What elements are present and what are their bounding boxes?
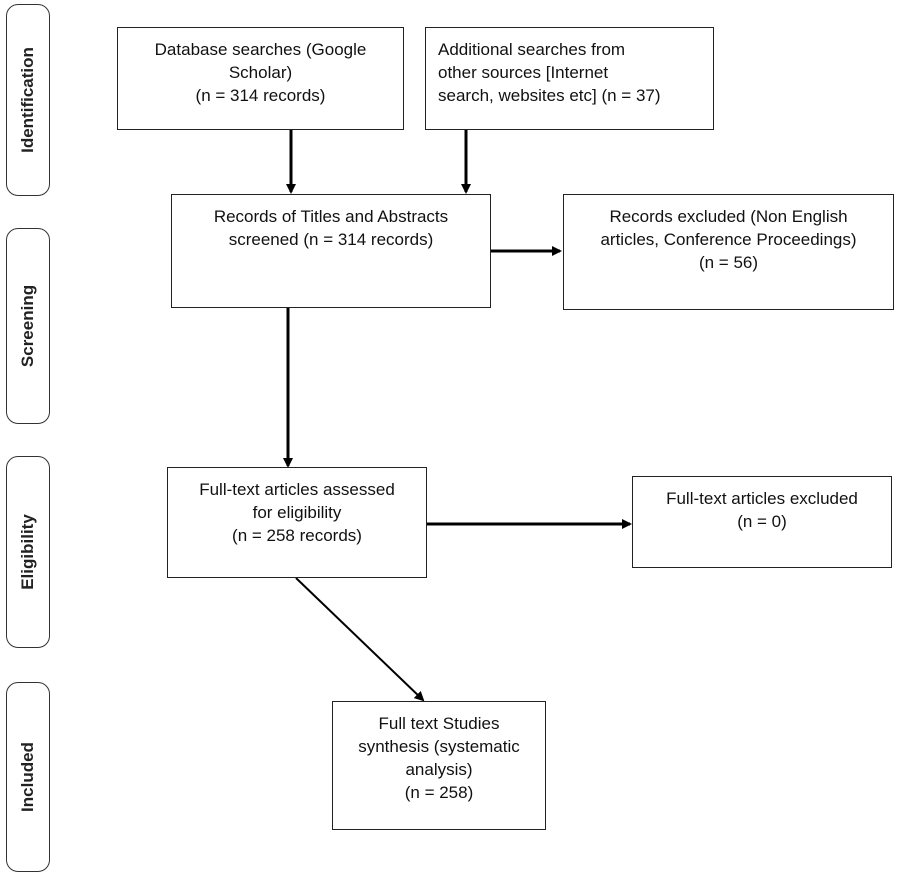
box-line: screened (n = 314 records) (228, 230, 434, 249)
stage-eligibility: Eligibility (6, 456, 50, 648)
box-screened: Records of Titles and Abstracts screened… (171, 194, 491, 308)
box-included-studies: Full text Studies synthesis (systematic … (332, 701, 546, 830)
stage-screening: Screening (6, 228, 50, 424)
box-line: for eligibility (252, 503, 342, 522)
box-excluded-screening: Records excluded (Non English articles, … (563, 194, 894, 310)
arrow-fulltext-to-included (295, 577, 425, 702)
box-line: (n = 258) (404, 783, 474, 802)
box-line: Full-text articles assessed (199, 480, 395, 499)
box-line: Records of Titles and Abstracts (213, 207, 449, 226)
stage-identification: Identification (6, 4, 50, 196)
box-line: Full text Studies (378, 714, 500, 733)
box-line: Database searches (Google (154, 40, 367, 59)
box-line: Additional searches from (438, 40, 626, 59)
box-line: Scholar) (228, 63, 293, 82)
box-line: articles, Conference Proceedings) (600, 230, 857, 249)
stage-included: Included (6, 682, 50, 872)
box-line: (n = 56) (698, 253, 759, 272)
box-line: Records excluded (Non English (609, 207, 848, 226)
box-additional-searches: Additional searches from other sources [… (425, 27, 714, 130)
box-line: analysis) (405, 760, 473, 779)
box-line: search, websites etc] (n = 37) (438, 86, 661, 105)
box-database-searches: Database searches (Google Scholar) (n = … (117, 27, 404, 130)
box-line: (n = 0) (737, 512, 787, 531)
box-line: other sources [Internet (438, 63, 609, 82)
box-line: (n = 314 records) (195, 86, 326, 105)
box-line: synthesis (systematic (358, 737, 520, 756)
box-line: (n = 258 records) (232, 526, 362, 545)
box-line: Full-text articles excluded (666, 489, 858, 508)
box-full-text-excluded: Full-text articles excluded (n = 0) (632, 476, 892, 568)
box-full-text-assessed: Full-text articles assessed for eligibil… (167, 467, 427, 578)
